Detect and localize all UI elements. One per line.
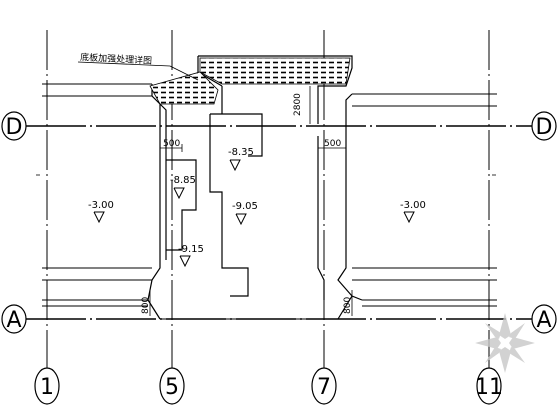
watermark-logo bbox=[475, 313, 535, 373]
pit-outlines bbox=[147, 55, 363, 320]
dim-5: 800 bbox=[343, 297, 353, 314]
axis-bubble-A-right bbox=[531, 304, 557, 334]
elevation-markers bbox=[93, 159, 415, 268]
elev-pit-b: -8.85 bbox=[170, 175, 196, 186]
elev-pit-a: -8.35 bbox=[228, 147, 254, 158]
axis-bubble-11 bbox=[476, 367, 502, 405]
wall-lines bbox=[42, 83, 497, 320]
dim-3: 2800 bbox=[293, 93, 303, 116]
axis-bubble-D-left bbox=[1, 111, 27, 141]
axis-bubble-7 bbox=[311, 367, 337, 405]
dim-4: 800 bbox=[141, 297, 151, 314]
elev-left-room: -3.00 bbox=[88, 200, 114, 211]
elev-right-room: -3.00 bbox=[400, 200, 426, 211]
axis-label-1: 1 bbox=[40, 375, 54, 400]
axis-label-A-left: A bbox=[6, 308, 21, 333]
axis-bubble-A-left bbox=[1, 304, 27, 334]
axis-bubble-1 bbox=[34, 367, 60, 405]
elev-pit-c: -9.05 bbox=[232, 201, 258, 212]
hatch-upper-right bbox=[199, 57, 351, 85]
axis-label-11: 11 bbox=[475, 375, 503, 400]
note-text: 底板加强处理详图 bbox=[80, 51, 153, 67]
elev-pit-d: -9.15 bbox=[178, 244, 204, 255]
hatched-zones bbox=[149, 57, 351, 105]
axis-bubbles bbox=[1, 111, 557, 405]
axis-label-7: 7 bbox=[317, 375, 331, 400]
axis-label-D-left: D bbox=[6, 115, 23, 140]
hatch-upper-left bbox=[149, 71, 219, 105]
axis-label-5: 5 bbox=[165, 375, 179, 400]
dim-2: 500 bbox=[324, 139, 341, 149]
note-leader bbox=[77, 61, 199, 81]
dimension-marks bbox=[36, 86, 496, 316]
axis-bubble-5 bbox=[159, 367, 185, 405]
axis-bubble-D-right bbox=[531, 111, 557, 141]
axis-label-D-right: D bbox=[536, 115, 553, 140]
axis-label-A-right: A bbox=[536, 308, 551, 333]
dim-1: 500 bbox=[163, 139, 180, 149]
